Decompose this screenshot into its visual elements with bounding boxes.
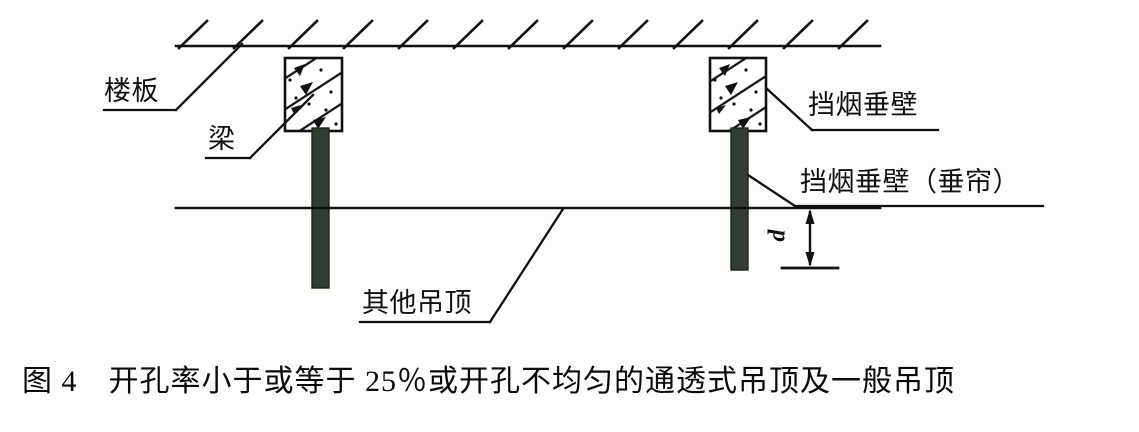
label-depth-dimension: d: [764, 229, 791, 242]
floor-slab-hatching: [177, 19, 869, 50]
label-beam: 梁: [208, 124, 236, 154]
label-smoke-barrier-curtain: 挡烟垂壁（垂帘）: [800, 167, 1020, 197]
figure-caption: 图 4 开孔率小于或等于 25％或开孔不均匀的通透式吊顶及一般吊顶: [22, 365, 955, 398]
leader-smoke-barrier-curtain: [746, 173, 1045, 208]
beam-right-section: [708, 56, 768, 133]
leader-other-ceiling: [358, 207, 565, 324]
dimension-arrowhead-up: [805, 209, 815, 224]
leader-smoke-barrier: [764, 86, 940, 132]
label-floor-slab: 楼板: [104, 76, 159, 106]
leader-floor-slab: [102, 42, 244, 112]
section-diagram: [102, 19, 1045, 324]
beam-right-aggregate: [713, 64, 762, 129]
leader-beam: [204, 93, 315, 160]
beam-left-aggregate: [288, 64, 338, 129]
label-other-ceiling: 其他吊顶: [362, 288, 472, 318]
floor-slab-group: [174, 19, 882, 50]
label-smoke-barrier: 挡烟垂壁: [808, 90, 918, 120]
smoke-barrier-right: [730, 127, 749, 271]
dimension-arrowhead-down: [805, 252, 815, 267]
depth-dimension-group: [780, 209, 840, 270]
